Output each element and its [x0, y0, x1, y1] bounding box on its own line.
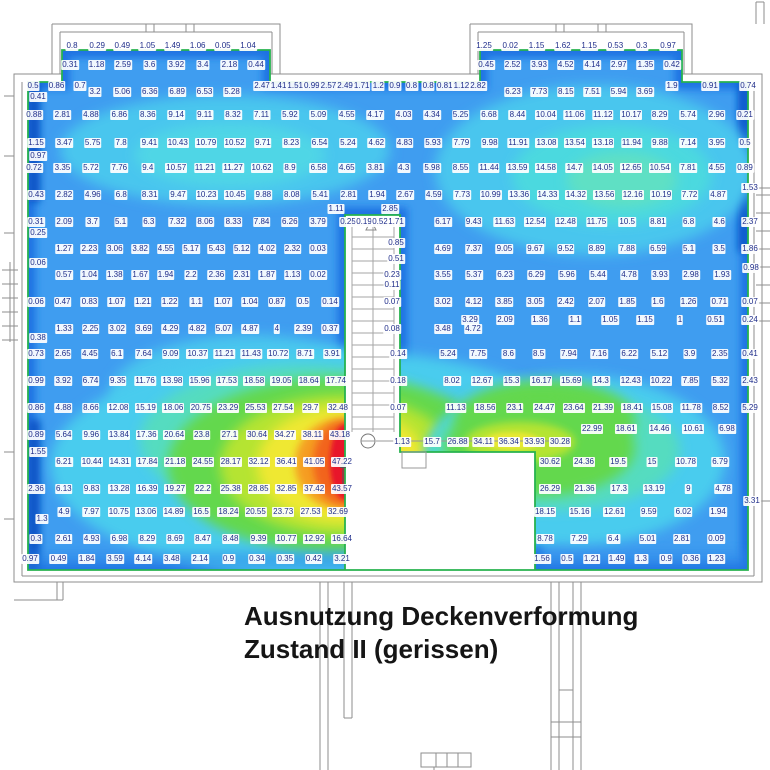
utilization-contours	[28, 50, 748, 570]
opening-rectangle	[401, 451, 427, 469]
caption-line-1: Ausnutzung Deckenverformung	[244, 601, 639, 631]
caption-line-2: Zustand II (gerissen)	[244, 634, 499, 664]
stairs	[351, 218, 395, 432]
result-caption: Ausnutzung Deckenverformung Zustand II (…	[244, 600, 638, 666]
